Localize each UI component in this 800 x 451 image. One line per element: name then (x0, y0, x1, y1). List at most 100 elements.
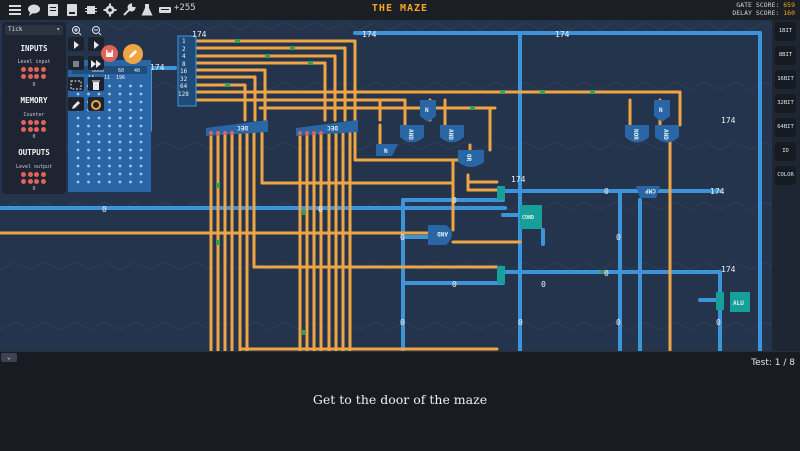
cond-component[interactable]: COND (520, 205, 542, 229)
memory-dot (118, 140, 122, 144)
not-gate-3[interactable]: N (654, 100, 670, 122)
color-button[interactable]: COLOR (775, 166, 796, 185)
gear-icon[interactable] (103, 2, 117, 17)
menu-icon[interactable] (8, 2, 22, 16)
top-bar: +255 THE MAZE GATE SCORE: 659 DELAY SCOR… (0, 0, 800, 20)
and-gate-3[interactable]: AND (655, 125, 679, 143)
memory-dot (118, 116, 122, 120)
or-gate[interactable]: OR (458, 150, 484, 167)
memory-dot (87, 172, 90, 176)
and-gate-2[interactable]: AND (440, 125, 464, 143)
keyboard-icon[interactable] (158, 2, 172, 16)
memory-dot (139, 124, 143, 128)
bit-dot (34, 67, 39, 72)
circuit-diagram[interactable]: 1 2 4 8 16 32 64 128 0000 60 40 14 11 19… (0, 20, 772, 351)
flask-icon[interactable] (140, 2, 154, 16)
memory-dot (139, 148, 143, 152)
svg-text:0: 0 (518, 318, 523, 327)
memory-dot (108, 92, 111, 96)
memory-dot (87, 156, 90, 160)
svg-text:OR: OR (465, 154, 472, 162)
memory-dot (118, 124, 122, 128)
bit-width-16bit[interactable]: 16BIT (775, 70, 796, 89)
memory-dot (108, 148, 111, 152)
memory-dot (108, 132, 111, 136)
edit-icon[interactable] (123, 44, 143, 64)
save-icon[interactable] (101, 45, 118, 62)
component-icon[interactable] (84, 2, 98, 16)
memory-dots (21, 120, 47, 134)
input-bit-1: 1 (182, 38, 186, 45)
not-gate-1[interactable]: N (376, 144, 398, 156)
svg-text:0: 0 (452, 280, 457, 289)
memory-dot (118, 156, 122, 160)
svg-text:174: 174 (721, 265, 736, 274)
play-icon[interactable] (68, 37, 84, 51)
level-input-bits[interactable]: 1 2 4 8 16 32 64 128 (177, 35, 197, 107)
svg-text:0: 0 (102, 205, 107, 214)
svg-text:0: 0 (604, 187, 609, 196)
memory-dot (108, 84, 111, 88)
fast-forward-icon[interactable] (88, 56, 104, 70)
tick-select[interactable]: Tick ▾ (5, 25, 63, 35)
compare-gate[interactable]: CMP (636, 186, 660, 198)
wrench-icon[interactable] (122, 2, 136, 16)
memory-dot (97, 92, 101, 96)
memory-dot (118, 172, 122, 176)
step-icon[interactable] (88, 37, 104, 51)
and-gate-1[interactable]: AND (400, 125, 424, 143)
svg-text:ALU: ALU (733, 300, 744, 307)
decoder-1[interactable]: DEC (206, 120, 268, 136)
decoder-2[interactable]: DEC (296, 120, 358, 136)
wire-icon[interactable] (88, 97, 104, 111)
bit-dot (27, 120, 33, 125)
zoom-in-icon[interactable] (69, 22, 85, 36)
bit-width-8bit[interactable]: 8BIT (775, 46, 796, 65)
svg-text:0: 0 (541, 280, 546, 289)
bit-dot (40, 73, 46, 79)
select-icon[interactable] (68, 77, 84, 91)
alu-component[interactable]: ALU (730, 292, 750, 312)
bit-dot (21, 126, 26, 132)
memory-dot (129, 172, 132, 176)
memory-dot (129, 116, 132, 120)
schematic-icon[interactable] (65, 2, 79, 16)
id-button[interactable]: ID (775, 142, 796, 161)
memory-dot (97, 132, 101, 136)
outputs-title: OUTPUTS (18, 148, 50, 157)
bit-dot (27, 178, 33, 184)
chat-icon[interactable] (27, 2, 41, 16)
stop-icon[interactable] (68, 56, 84, 70)
circuit-canvas[interactable]: 1 2 4 8 16 32 64 128 0000 60 40 14 11 19… (0, 20, 772, 351)
nor-gate[interactable]: NOR (625, 125, 649, 143)
level-description-panel: Test: 1 / 8 Get to the door of the maze (0, 351, 800, 451)
zoom-out-icon[interactable] (89, 22, 105, 36)
svg-text:0: 0 (318, 205, 323, 214)
memory-cells (72, 66, 147, 74)
delay-score-label: DELAY SCORE: (732, 9, 780, 17)
test-counter: Test: 1 / 8 (751, 358, 795, 368)
not-gate-2[interactable]: N (420, 100, 436, 122)
collapse-panel-button[interactable]: ⌄ (1, 353, 17, 362)
memory-dot (129, 148, 132, 152)
bit-width-1bit[interactable]: 1BIT (775, 22, 796, 41)
memory-dot (108, 180, 111, 184)
input-bit-64: 64 (180, 83, 188, 90)
bit-width-64bit[interactable]: 64BIT (775, 118, 796, 137)
and-gate-4[interactable]: AND (428, 225, 452, 245)
pencil-icon[interactable] (68, 97, 84, 111)
svg-text:AND: AND (437, 230, 448, 237)
input-bit-16: 16 (180, 68, 188, 75)
memory-dot (108, 164, 111, 168)
trash-icon[interactable] (88, 77, 104, 91)
svg-text:174: 174 (555, 30, 570, 39)
bit-width-32bit[interactable]: 32BIT (775, 94, 796, 113)
memory-dot (87, 148, 90, 152)
document-icon[interactable] (46, 2, 60, 16)
page-title: THE MAZE (371, 3, 429, 14)
memory-dot (129, 124, 132, 128)
mem-cell-2: 40 (134, 68, 140, 74)
wire-labels: 174 174 174 174 174 174 174 174 0 0 0 0 … (102, 30, 736, 327)
svg-text:0: 0 (616, 233, 621, 242)
memory-dot (76, 148, 80, 152)
